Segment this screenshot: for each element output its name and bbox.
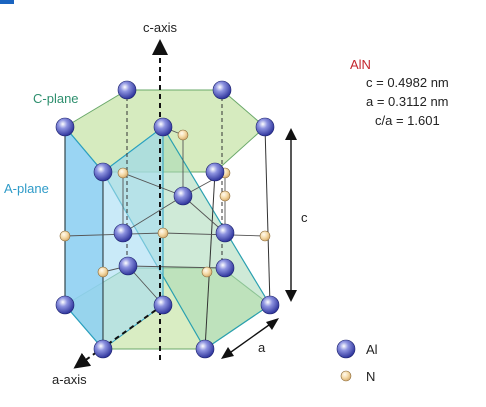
al-atom [55, 117, 75, 137]
al-atom [255, 117, 275, 137]
al-atom [55, 295, 75, 315]
al-legend-label: Al [366, 342, 378, 357]
al-atom [93, 162, 113, 182]
param-c: c = 0.4982 nm [366, 75, 449, 90]
a-dimension-arrow-left [221, 347, 234, 359]
al-atom [212, 80, 232, 100]
c-dimension-arrow-bottom [285, 290, 297, 302]
n-atom [97, 266, 109, 278]
n-atom [117, 167, 129, 179]
n-atom [259, 230, 271, 242]
al-atom [195, 339, 215, 359]
n-atom [59, 230, 71, 242]
al-atom [153, 117, 173, 137]
c-axis-label: c-axis [143, 20, 177, 35]
material-name: AlN [350, 57, 371, 72]
a-dimension-label: a [258, 340, 266, 355]
a-dimension-line [223, 319, 277, 358]
c-dimension-arrow-top [285, 128, 297, 140]
n-atom [201, 266, 213, 278]
al-atom [93, 339, 113, 359]
param-ratio: c/a = 1.601 [375, 113, 440, 128]
c-dimension-label: c [301, 210, 308, 225]
a-plane-label: A-plane [4, 181, 49, 196]
a-dimension-arrow-right [266, 318, 279, 330]
al-atoms [55, 80, 280, 359]
a-axis-label: a-axis [52, 372, 87, 387]
al-atom [215, 223, 235, 243]
al-atom [118, 256, 138, 276]
c-plane-label: C-plane [33, 91, 79, 106]
al-legend-icon [336, 339, 356, 359]
al-atom [153, 295, 173, 315]
n-legend-icon [340, 370, 352, 382]
n-atom [157, 227, 169, 239]
al-atom [117, 80, 137, 100]
corner-accent [0, 0, 14, 4]
n-atom [219, 190, 231, 202]
al-atom [260, 295, 280, 315]
legend: Al N [336, 339, 378, 384]
al-atom [205, 162, 225, 182]
al-atom [215, 258, 235, 278]
param-a: a = 0.3112 nm [366, 94, 449, 109]
al-atom [173, 186, 193, 206]
n-atom [177, 129, 189, 141]
al-atom [113, 223, 133, 243]
a-axis-arrow [73, 304, 164, 369]
n-legend-label: N [366, 369, 375, 384]
